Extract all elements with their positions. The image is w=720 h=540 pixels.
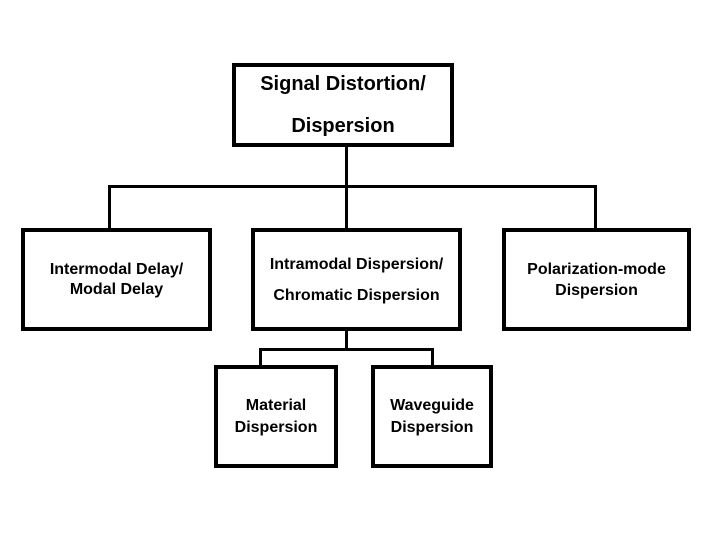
node-intramodal-dispersion-line2: Chromatic Dispersion — [273, 286, 440, 304]
node-material-dispersion-line1: Material — [245, 396, 307, 414]
node-intermodal-delay: Intermodal Delay/ Modal Delay — [21, 228, 212, 331]
node-material-dispersion: Material Dispersion — [214, 365, 338, 468]
connector-drop-waveguide — [431, 351, 434, 365]
node-signal-distortion-line1: Signal Distortion/ — [260, 73, 426, 95]
node-signal-distortion-line2: Dispersion — [291, 115, 395, 137]
connector-drop-material — [259, 351, 262, 365]
node-material-dispersion-line2: Dispersion — [234, 418, 318, 436]
connector-level2-branch — [108, 185, 597, 188]
node-intramodal-dispersion: Intramodal Dispersion/ Chromatic Dispers… — [251, 228, 462, 331]
node-intramodal-dispersion-line1: Intramodal Dispersion/ — [269, 255, 444, 273]
node-waveguide-dispersion-line2: Dispersion — [390, 418, 474, 436]
connector-drop-intermodal — [108, 188, 111, 228]
connector-drop-polarization — [594, 188, 597, 228]
connector-intramodal-vertical — [345, 331, 348, 348]
node-intermodal-delay-line2: Modal Delay — [69, 280, 164, 298]
node-polarization-mode-dispersion-line2: Dispersion — [555, 281, 638, 299]
connector-level3-branch — [259, 348, 434, 351]
node-signal-distortion: Signal Distortion/ Dispersion — [232, 63, 454, 147]
node-intermodal-delay-line1: Intermodal Delay/ — [49, 260, 184, 278]
node-waveguide-dispersion-line1: Waveguide — [390, 396, 474, 414]
node-waveguide-dispersion: Waveguide Dispersion — [371, 365, 493, 468]
node-polarization-mode-dispersion: Polarization-mode Dispersion — [502, 228, 691, 331]
node-polarization-mode-dispersion-line1: Polarization-mode — [527, 260, 666, 278]
